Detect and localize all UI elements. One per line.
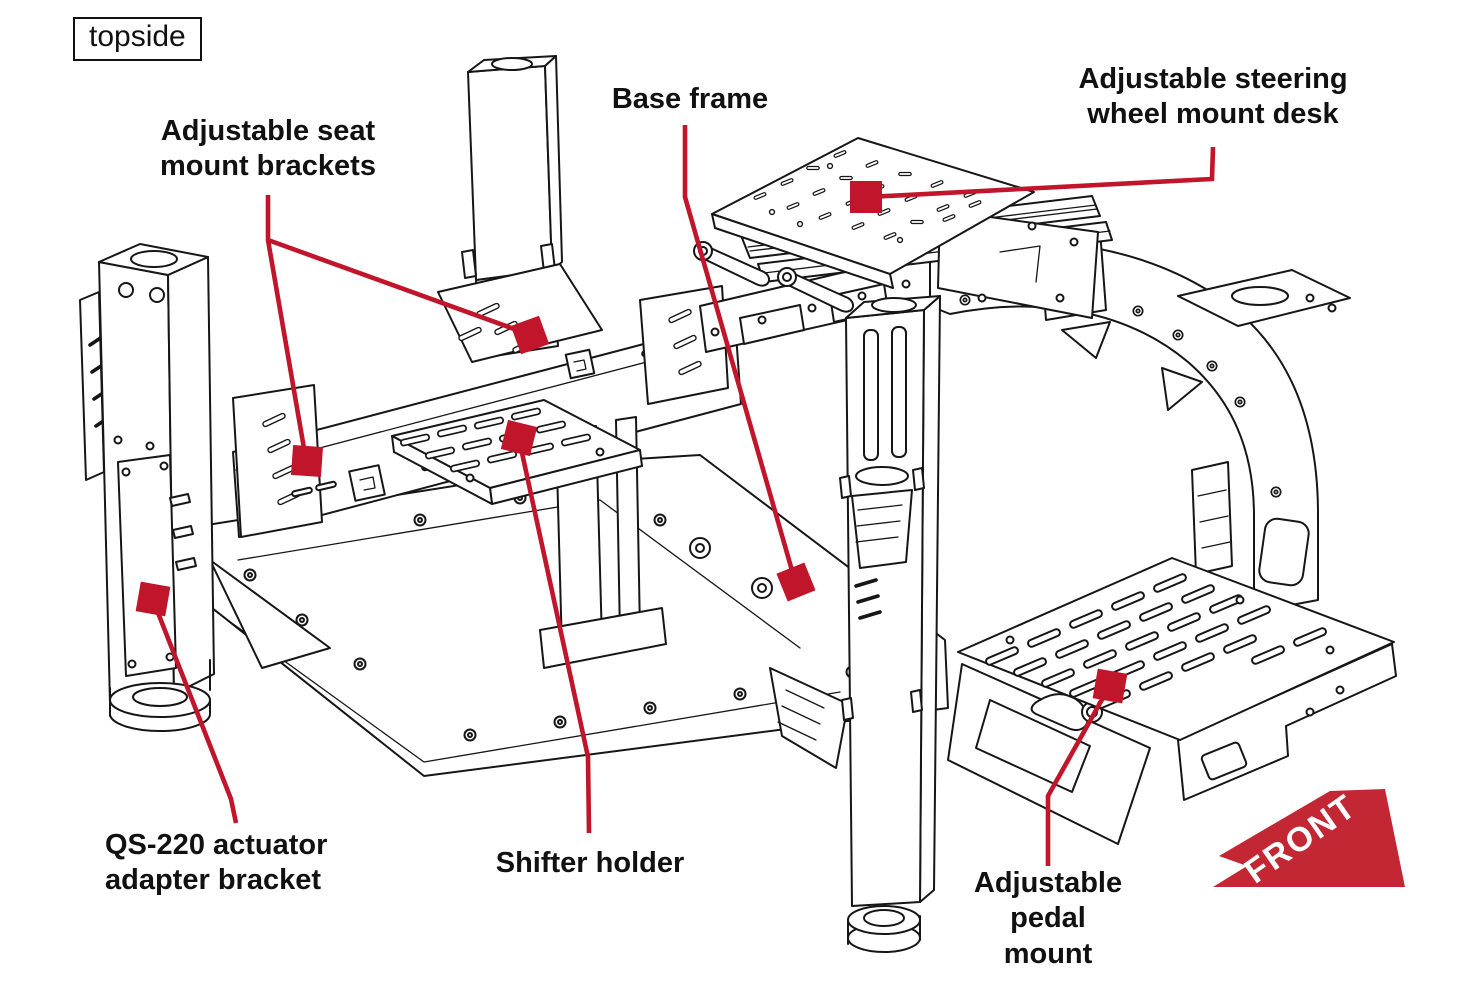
callout-line: mount brackets [160, 150, 376, 183]
marker-steering-desk [850, 181, 882, 213]
marker-pedal-mount [1092, 668, 1128, 704]
marker-shifter-holder [500, 419, 538, 457]
callout-steering-wheel-mount-desk-label: Adjustable steering wheel mount desk [1053, 62, 1373, 133]
callout-line: Adjustable steering [1078, 63, 1348, 95]
leader-lines [150, 125, 1216, 866]
center-upright-tower-drawing [839, 295, 941, 953]
leader-qs220-actuator-adapter-bracket [150, 599, 239, 824]
callout-line: mount [1003, 937, 1093, 970]
callout-line: Adjustable seat [160, 115, 376, 147]
callout-seat-mount-brackets-label: Adjustable seat mount brackets [118, 114, 418, 185]
callout-base-frame-label: Base frame [555, 82, 825, 117]
front-direction-arrow: FRONT [1213, 787, 1405, 891]
callout-qs220-actuator-adapter-bracket-label: QS-220 actuator adapter bracket [105, 828, 405, 899]
callout-line: Base frame [611, 83, 769, 115]
view-label: topside [73, 17, 202, 61]
rear-truss-and-arch-drawing [699, 240, 1351, 613]
callout-pedal-mount-label: Adjustable pedal mount [948, 866, 1148, 972]
callout-shifter-holder-label: Shifter holder [460, 846, 720, 881]
leader-base-frame [682, 125, 798, 582]
pedal-mount-drawing [947, 557, 1397, 845]
leader-shifter-holder [516, 438, 592, 834]
marker-seat-bracket-right [510, 315, 550, 355]
marker-seat-bracket-left [290, 444, 324, 478]
callout-line: wheel mount desk [1087, 98, 1339, 131]
front-arrow-shape [1213, 789, 1405, 887]
leader-seat-mount-brackets [265, 195, 529, 461]
leader-pedal-mount [1045, 685, 1112, 866]
marker-actuator-bracket [135, 581, 171, 617]
marker-base-frame [776, 562, 816, 602]
leader-markers [135, 181, 1128, 704]
seat-actuator-tower-drawing [437, 55, 603, 363]
callout-line: adapter bracket [105, 864, 321, 897]
callout-line: pedal [1010, 902, 1086, 935]
callout-line: QS-220 actuator [105, 829, 328, 861]
callout-line: Shifter holder [495, 847, 685, 879]
leader-steering-wheel-mount-desk [867, 146, 1216, 200]
callout-line: Adjustable [973, 867, 1123, 899]
